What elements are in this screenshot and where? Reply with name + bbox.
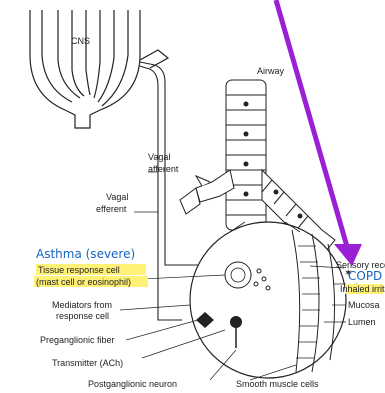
vagal-afferent-label-1: Vagal xyxy=(148,152,170,162)
airway-trachea xyxy=(226,80,266,230)
transmitter-label: Transmitter (ACh) xyxy=(52,358,123,368)
smooth-muscle-label: Smooth muscle cells xyxy=(236,379,319,389)
vagal-afferent-label-2: afferent xyxy=(148,164,179,174)
mucosa-label: Mucosa xyxy=(348,300,380,310)
vagal-efferent-label-1: Vagal xyxy=(106,192,128,202)
preganglionic-label: Preganglionic fiber xyxy=(40,335,115,345)
cns-label: CNS xyxy=(71,36,90,46)
mediators-label-2: response cell xyxy=(56,311,109,321)
tissue-response-label: Tissue response cell xyxy=(38,265,120,275)
mediators-label-1: Mediators from xyxy=(52,300,112,310)
cns-shape xyxy=(30,10,168,128)
copd-annotation: COPD xyxy=(348,269,382,283)
tissue-response-sublabel: (mast cell or eosinophil) xyxy=(36,277,131,287)
lumen-label: Lumen xyxy=(348,317,376,327)
asthma-annotation: Asthma (severe) xyxy=(36,247,135,261)
postganglionic-label: Postganglionic neuron xyxy=(88,379,177,389)
magnified-view: ✶ ✶ xyxy=(190,222,360,378)
airway-label: Airway xyxy=(257,66,285,76)
vagal-efferent-label-2: efferent xyxy=(96,204,127,214)
inhaled-irritant-label: Inhaled irritant xyxy=(340,284,385,294)
